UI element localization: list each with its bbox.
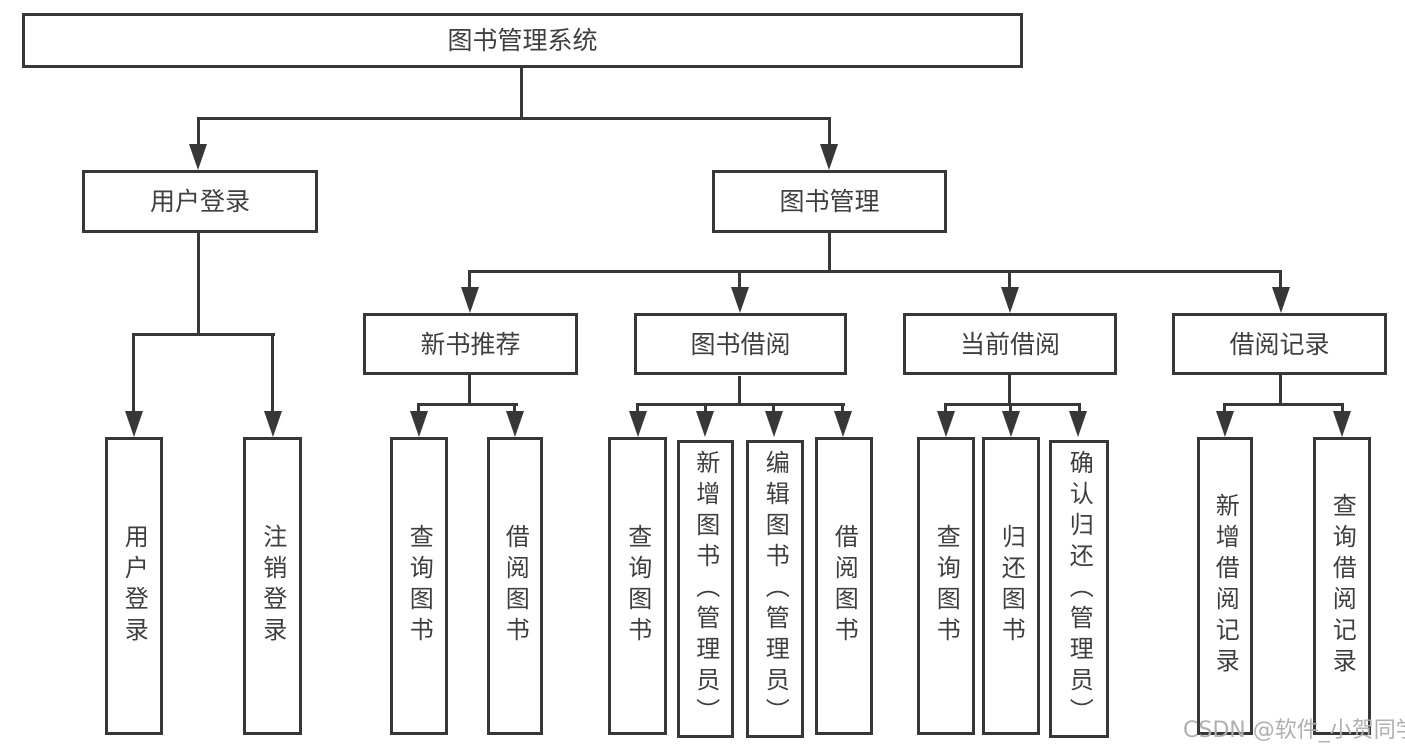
connector-line [197,117,831,120]
node-borrowing-records: 借阅记录 [1172,313,1387,375]
node-label: 用户登录 [120,524,149,648]
arrowhead-down-icon [264,411,282,437]
connector-line [636,403,639,413]
arrowhead-down-icon [834,411,852,437]
leaf-logout: 注销登录 [243,437,302,735]
watermark: CSDN @软件_小贺同学 [1183,718,1405,743]
arrowhead-down-icon [820,144,838,170]
connector-line [841,403,844,413]
connector-line [132,333,275,336]
connector-line [772,403,775,413]
node-label: 借阅记录 [1229,329,1330,359]
arrowhead-down-icon [189,144,207,170]
leaf-add-books-admin: 新增图书（管理员） [677,440,734,738]
arrowhead-down-icon [629,411,647,437]
arrowhead-down-icon [1069,411,1087,437]
connector-line [271,333,274,413]
connector-line [1341,403,1344,413]
leaf-borrow-books-borrowing: 借阅图书 [815,437,873,735]
arrowhead-down-icon [1001,287,1019,313]
arrowhead-down-icon [125,411,143,437]
node-label: 用户登录 [149,187,250,216]
leaf-add-borrow-record: 新增借阅记录 [1197,437,1253,735]
node-label: 查询图书 [932,524,961,648]
leaf-query-books-recommend: 查询图书 [390,437,448,735]
arrowhead-down-icon [461,287,479,313]
arrowhead-down-icon [1216,411,1234,437]
node-label: 新增借阅记录 [1211,493,1240,679]
connector-line [197,117,200,146]
node-user-login: 用户登录 [82,170,318,233]
connector-line [468,375,471,406]
connector-line [417,403,518,406]
arrowhead-down-icon [506,411,524,437]
node-label: 新增图书（管理员） [691,449,720,729]
node-label: 当前借阅 [959,329,1060,359]
arrowhead-down-icon [1333,411,1351,437]
arrowhead-down-icon [731,287,749,313]
connector-line [1008,375,1011,406]
connector-line [520,68,523,118]
leaf-user-login: 用户登录 [105,437,163,735]
connector-line [738,376,741,406]
connector-line [1279,375,1282,406]
leaf-query-borrow-record: 查询借阅记录 [1313,437,1371,735]
node-label: 查询借阅记录 [1328,493,1357,679]
connector-line [738,270,741,290]
node-label: 图书管理 [779,187,880,216]
connector-line [1009,403,1012,413]
arrowhead-down-icon [765,411,783,437]
connector-line [1223,403,1226,413]
node-label: 注销登录 [258,524,287,648]
arrowhead-down-icon [410,411,428,437]
connector-line [944,403,947,413]
node-new-book-recommend: 新书推荐 [363,313,578,375]
leaf-edit-books-admin: 编辑图书（管理员） [746,440,804,738]
node-label: 图书借阅 [690,329,791,359]
arrowhead-down-icon [1272,287,1290,313]
node-label: 借阅图书 [501,524,530,648]
leaf-confirm-return-admin: 确认归还（管理员） [1049,440,1109,738]
connector-line [417,403,420,413]
node-label: 确认归还（管理员） [1065,449,1094,729]
node-label: 编辑图书（管理员） [761,449,790,729]
connector-line [1008,270,1011,290]
connector-line [828,117,831,146]
arrowhead-down-icon [1002,411,1020,437]
node-label: 查询图书 [623,524,652,648]
connector-line [636,403,845,406]
connector-line [468,270,471,290]
node-current-borrowing: 当前借阅 [903,313,1117,375]
node-label: 新书推荐 [420,329,521,359]
connector-line [1078,403,1081,413]
leaf-query-books-current: 查询图书 [917,437,975,735]
arrowhead-down-icon [937,411,955,437]
connector-line [828,233,831,273]
leaf-borrow-books-recommend: 借阅图书 [487,437,543,735]
node-label: 图书管理系统 [447,26,598,55]
arrowhead-down-icon [696,411,714,437]
node-label: 借阅图书 [830,524,859,648]
connector-line [197,233,200,336]
connector-line [132,333,135,413]
connector-line [513,403,516,413]
leaf-query-books-borrowing: 查询图书 [608,437,667,735]
leaf-return-books: 归还图书 [982,437,1040,735]
node-book-management: 图书管理 [712,170,947,233]
node-library-system: 图书管理系统 [22,13,1023,68]
connector-line [1223,403,1344,406]
connector-line [704,403,707,413]
node-label: 归还图书 [997,524,1026,648]
node-book-borrowing: 图书借阅 [634,313,847,375]
connector-line [944,403,1081,406]
node-label: 查询图书 [405,524,434,648]
connector-line [1279,270,1282,290]
connector-line [468,270,1282,273]
